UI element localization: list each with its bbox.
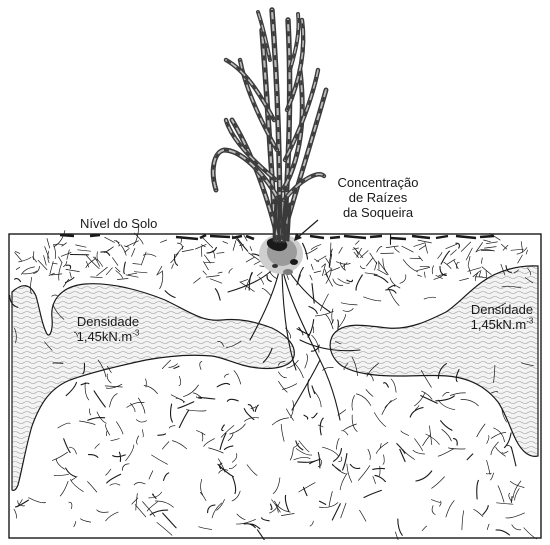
left-density-value: 1,45kN.m [77,329,133,344]
root-segment [486,271,487,280]
left-density-line-1: Densidade [58,314,158,329]
root-concentration-line-3: da Soqueira [318,205,438,220]
root-segment [511,497,512,503]
root-concentration-label: Concentração de Raízes da Soqueira [318,175,438,220]
left-density-line-2: 1,45kN.m-3 [58,329,158,344]
right-density-exponent: -3 [526,317,533,326]
right-density-label: Densidade 1,45kN.m-3 [462,302,542,332]
root-concentration-line-1: Concentração [318,175,438,190]
right-density-value: 1,45kN.m [471,317,527,332]
right-density-line-2: 1,45kN.m-3 [462,317,542,332]
left-density-exponent: -3 [132,329,139,338]
left-density-label: Densidade 1,45kN.m-3 [58,314,158,344]
root-concentration-line-2: de Raízes [318,190,438,205]
right-density-line-1: Densidade [462,302,542,317]
sugarcane-plant [213,10,326,240]
soil-level-label: Nível do Solo [80,216,157,231]
soil-box [9,234,541,538]
